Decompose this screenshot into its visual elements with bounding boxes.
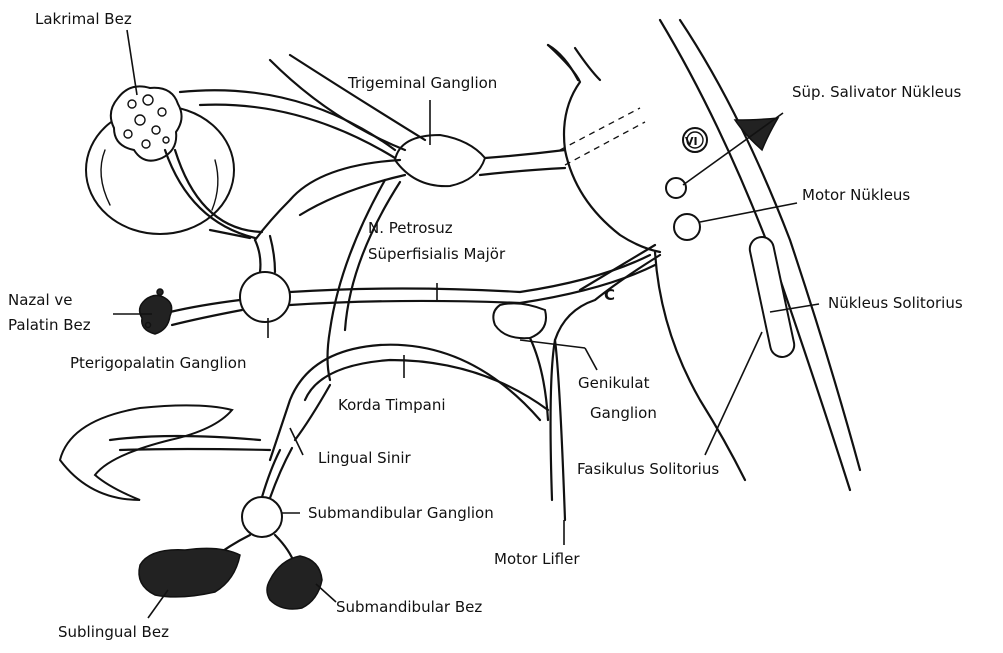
sublingual-gland (139, 548, 240, 597)
label-korda-timpani: Korda Timpani (338, 396, 446, 414)
submandibular-ganglion (210, 448, 295, 565)
motor-nucleus (674, 214, 700, 240)
label-sublingual-bez: Sublingual Bez (58, 623, 169, 641)
label-nazal-line2: Palatin Bez (8, 316, 91, 334)
tongue (60, 405, 270, 500)
label-lingual-sinir: Lingual Sinir (318, 449, 412, 467)
label-trigeminal-ganglion: Trigeminal Ganglion (347, 74, 497, 92)
nuclei (666, 128, 796, 359)
nucleus-solitarius-shape (748, 235, 797, 359)
superior-salivatory-nucleus (666, 178, 686, 198)
label-fasikulus-solitorius: Fasikulus Solitorius (577, 460, 719, 478)
label-genikulat-line2: Ganglion (590, 404, 657, 422)
label-motor-lifler: Motor Lifler (494, 550, 580, 568)
label-nazal-line1: Nazal ve (8, 291, 73, 309)
label-submandibular-ganglion: Submandibular Ganglion (308, 504, 494, 522)
submandibular-gland (267, 556, 322, 609)
label-sup-salivator-nukleus: Süp. Salivator Nükleus (792, 83, 962, 101)
label-motor-nukleus: Motor Nükleus (802, 186, 910, 204)
label-genikulat-line1: Genikulat (578, 374, 650, 392)
label-abducens-numeral: VI (685, 135, 698, 148)
label-petrosuz-line2: Süperfisialis Majör (368, 245, 506, 263)
label-c-mark: C (604, 286, 615, 304)
label-lakrimal-bez: Lakrimal Bez (35, 10, 132, 28)
label-nukleus-solitorius: Nükleus Solitorius (828, 294, 963, 312)
label-submandibular-bez: Submandibular Bez (336, 598, 482, 616)
label-pterigopalatin-ganglion: Pterigopalatin Ganglion (70, 354, 246, 372)
label-petrosuz-line1: N. Petrosuz (368, 219, 453, 237)
nasal-palatine-glands (140, 289, 172, 334)
